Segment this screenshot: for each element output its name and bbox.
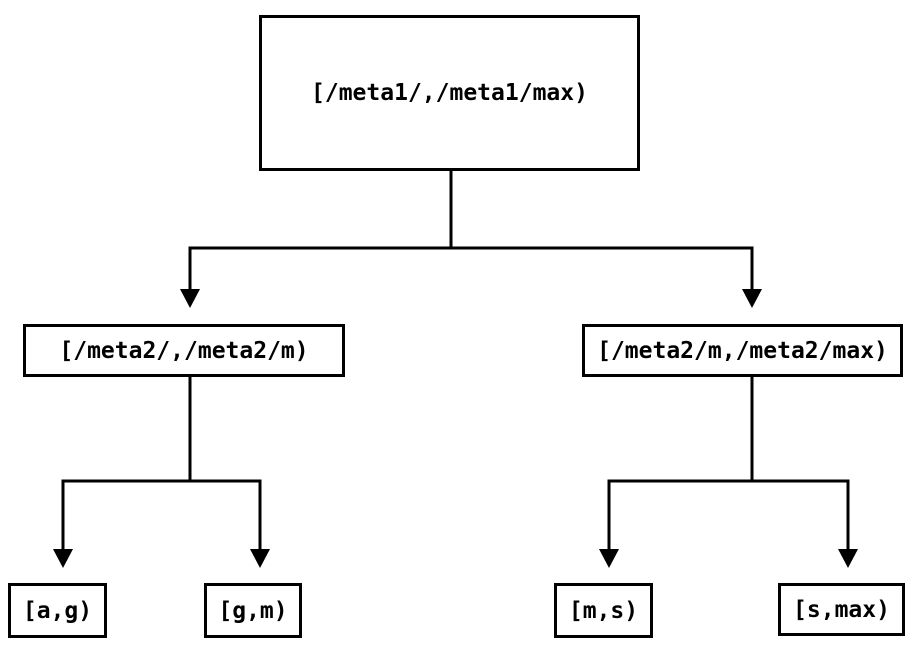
node-root-meta1-range: [/meta1/,/meta1/max)	[259, 15, 640, 171]
node-leaf-g-m: [g,m)	[204, 583, 302, 638]
arrowhead-to-leaf-ag	[53, 549, 73, 568]
edge-left-subtree-branch	[61, 377, 262, 550]
arrowhead-to-leaf-ms	[599, 549, 619, 568]
node-leaf-a-g: [a,g)	[8, 583, 107, 638]
node-meta2-lower-range: [/meta2/,/meta2/m)	[23, 324, 345, 377]
node-leaf-s-max: [s,max)	[778, 583, 905, 636]
arrowhead-to-leaf-smax	[838, 549, 858, 568]
node-meta2-upper-range: [/meta2/m,/meta2/max)	[582, 324, 903, 377]
edge-right-subtree-branch	[607, 377, 850, 550]
arrowhead-to-mid-left	[180, 289, 200, 308]
edge-root-branch	[188, 171, 754, 290]
node-leaf-m-s: [m,s)	[554, 583, 653, 638]
arrowhead-to-leaf-gm	[250, 549, 270, 568]
arrowhead-to-mid-right	[742, 289, 762, 308]
